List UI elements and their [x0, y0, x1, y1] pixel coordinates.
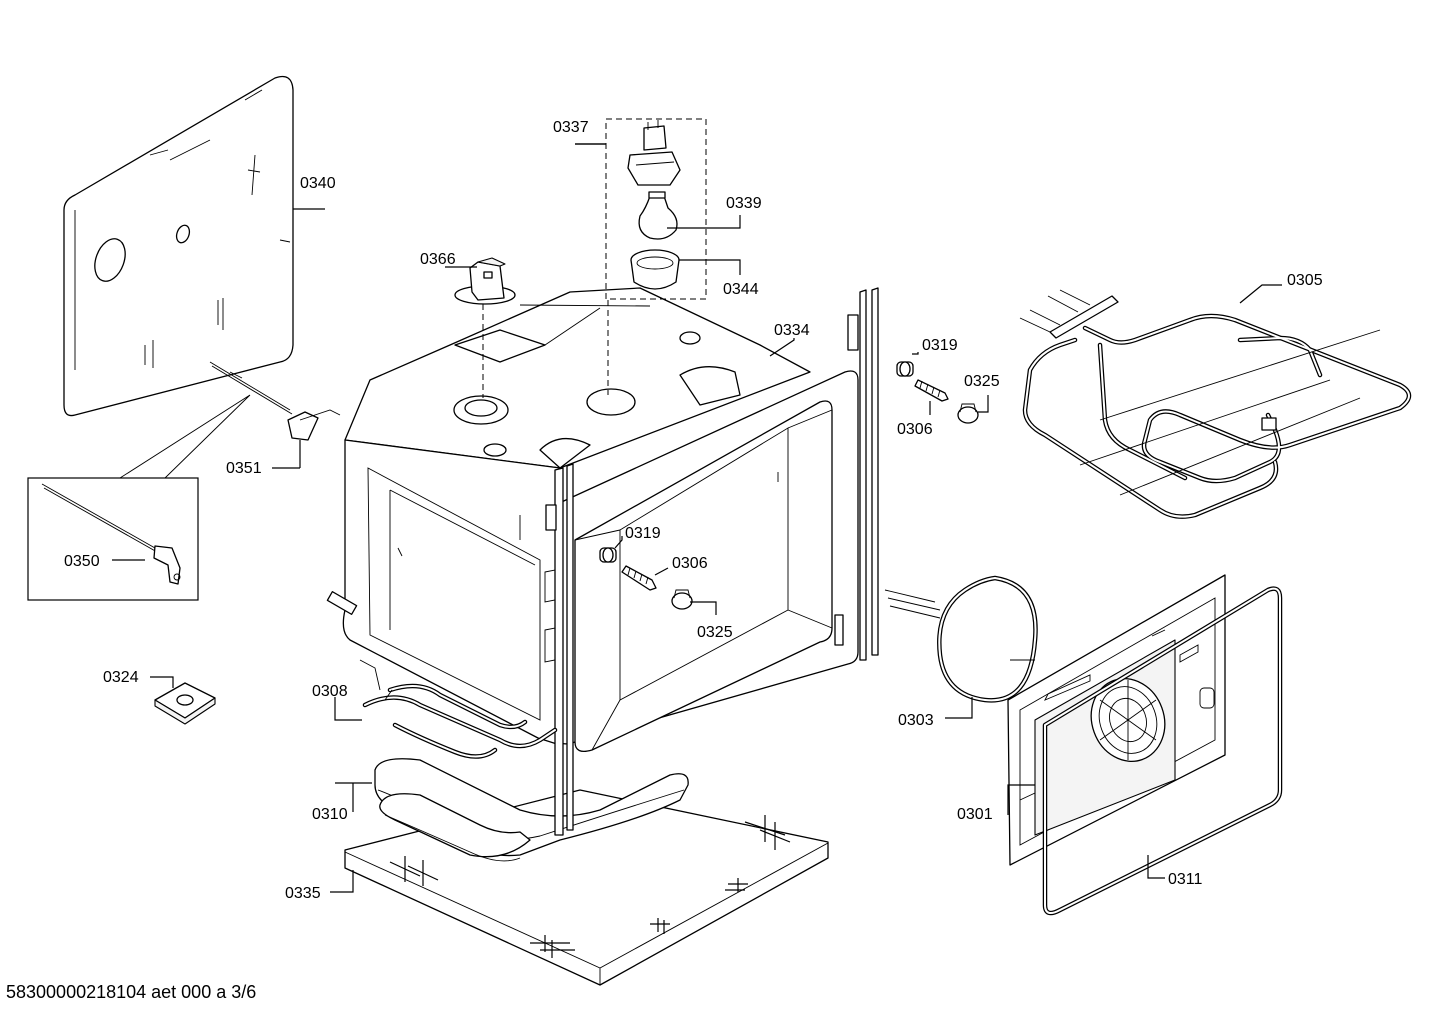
inset-box [27, 477, 199, 601]
label-0337: 0337 [553, 119, 589, 136]
label-0301: 0301 [957, 806, 993, 823]
door-gasket-part [1042, 586, 1283, 916]
label-0335: 0335 [285, 885, 321, 902]
label-0339: 0339 [726, 195, 762, 212]
label-0305: 0305 [1287, 272, 1323, 289]
label-0306-center: 0306 [672, 555, 708, 572]
label-0319-center: 0319 [625, 525, 661, 542]
label-0308: 0308 [312, 683, 348, 700]
lower-heater-part [359, 659, 558, 759]
screw-part-center [621, 565, 657, 591]
spacer-part-right [896, 361, 914, 377]
knob-part-right [957, 403, 979, 424]
ring-heater-part [884, 575, 1038, 703]
lamp-glass-part [630, 249, 680, 290]
label-0324: 0324 [103, 669, 139, 686]
grill-heater-part [1019, 289, 1412, 519]
lamp-cover-part [454, 257, 516, 305]
label-0350: 0350 [64, 553, 100, 570]
label-0325-center: 0325 [697, 624, 733, 641]
label-0340: 0340 [300, 175, 336, 192]
hinge-rod-detail [41, 483, 181, 585]
lamp-socket-part [627, 120, 681, 186]
label-0306-right: 0306 [897, 421, 933, 438]
label-0303: 0303 [898, 712, 934, 729]
label-0310: 0310 [312, 806, 348, 823]
knob-part-center [671, 589, 693, 610]
lamp-bulb-part [638, 191, 678, 240]
spacer-part-center [599, 547, 617, 563]
fan-back-panel-part [1007, 574, 1226, 866]
rear-panel-part [63, 75, 294, 417]
label-0319-right: 0319 [922, 337, 958, 354]
washer-part [154, 682, 216, 725]
screw-part-right [914, 379, 949, 402]
drawing-reference: 58300000218104 aet 000 a 3/6 [6, 982, 256, 1002]
hinge-rod-part [209, 361, 341, 441]
label-0351: 0351 [226, 460, 262, 477]
label-0344: 0344 [723, 281, 759, 298]
label-0366: 0366 [420, 251, 456, 268]
label-0325-right: 0325 [964, 373, 1000, 390]
oven-cavity-part [326, 287, 879, 836]
label-0334: 0334 [774, 322, 810, 339]
lamp-assembly-box [605, 118, 707, 300]
label-0311: 0311 [1168, 871, 1203, 888]
insulation-wrap-part [374, 758, 689, 862]
